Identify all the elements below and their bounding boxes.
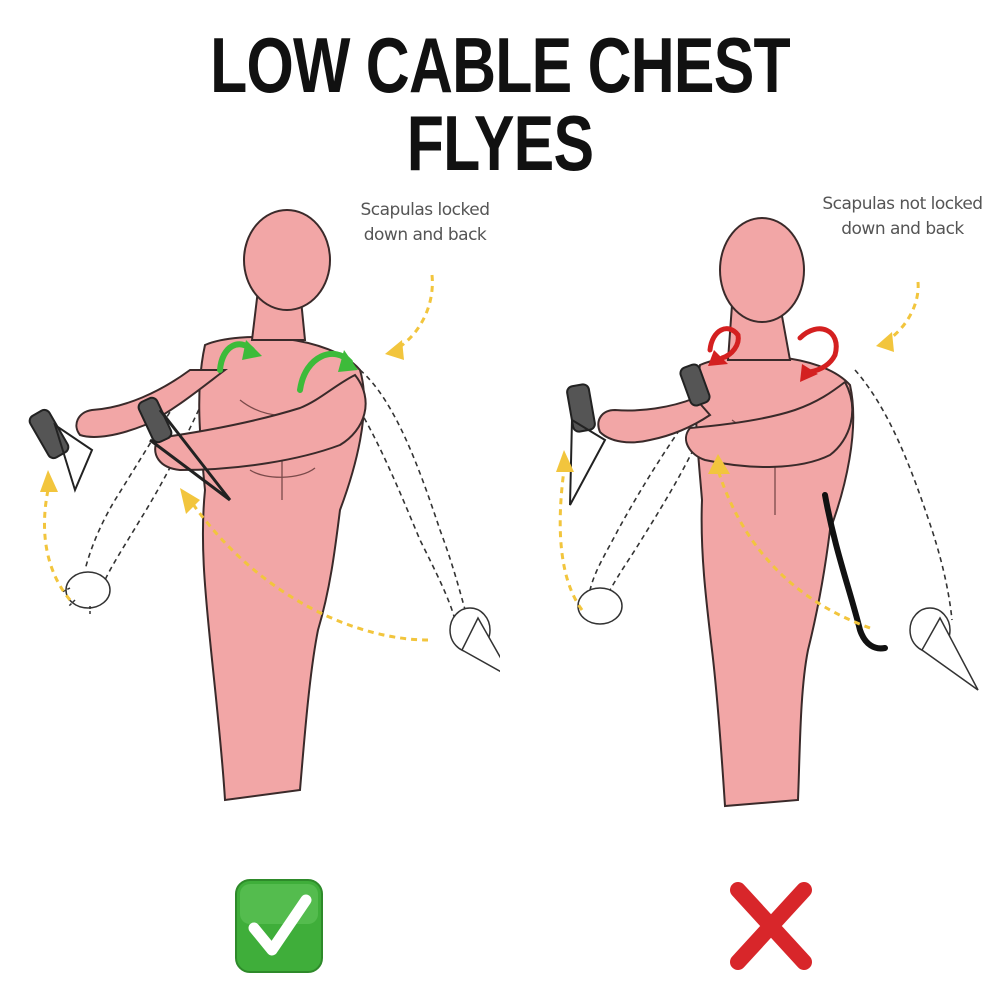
page-title: LOW CABLE CHEST FLYES [110, 26, 890, 182]
start-hand-right [450, 608, 500, 678]
panel-incorrect-form: Scapulas not locked down and back [500, 170, 1000, 830]
start-hand-left [62, 572, 110, 614]
handle-left [566, 383, 605, 505]
start-hand-right [910, 608, 978, 690]
head [244, 210, 330, 310]
scapula-note-correct: Scapulas locked down and back [345, 198, 505, 247]
figure-incorrect-illustration [500, 170, 1000, 830]
scapula-note-incorrect: Scapulas not locked down and back [810, 192, 995, 241]
figure-correct-illustration [0, 170, 500, 830]
start-hand-left [578, 588, 622, 624]
check-mark-icon [234, 878, 324, 974]
head [720, 218, 804, 322]
panel-correct-form: Scapulas locked down and back [0, 170, 500, 830]
cross-mark-icon [726, 878, 816, 974]
